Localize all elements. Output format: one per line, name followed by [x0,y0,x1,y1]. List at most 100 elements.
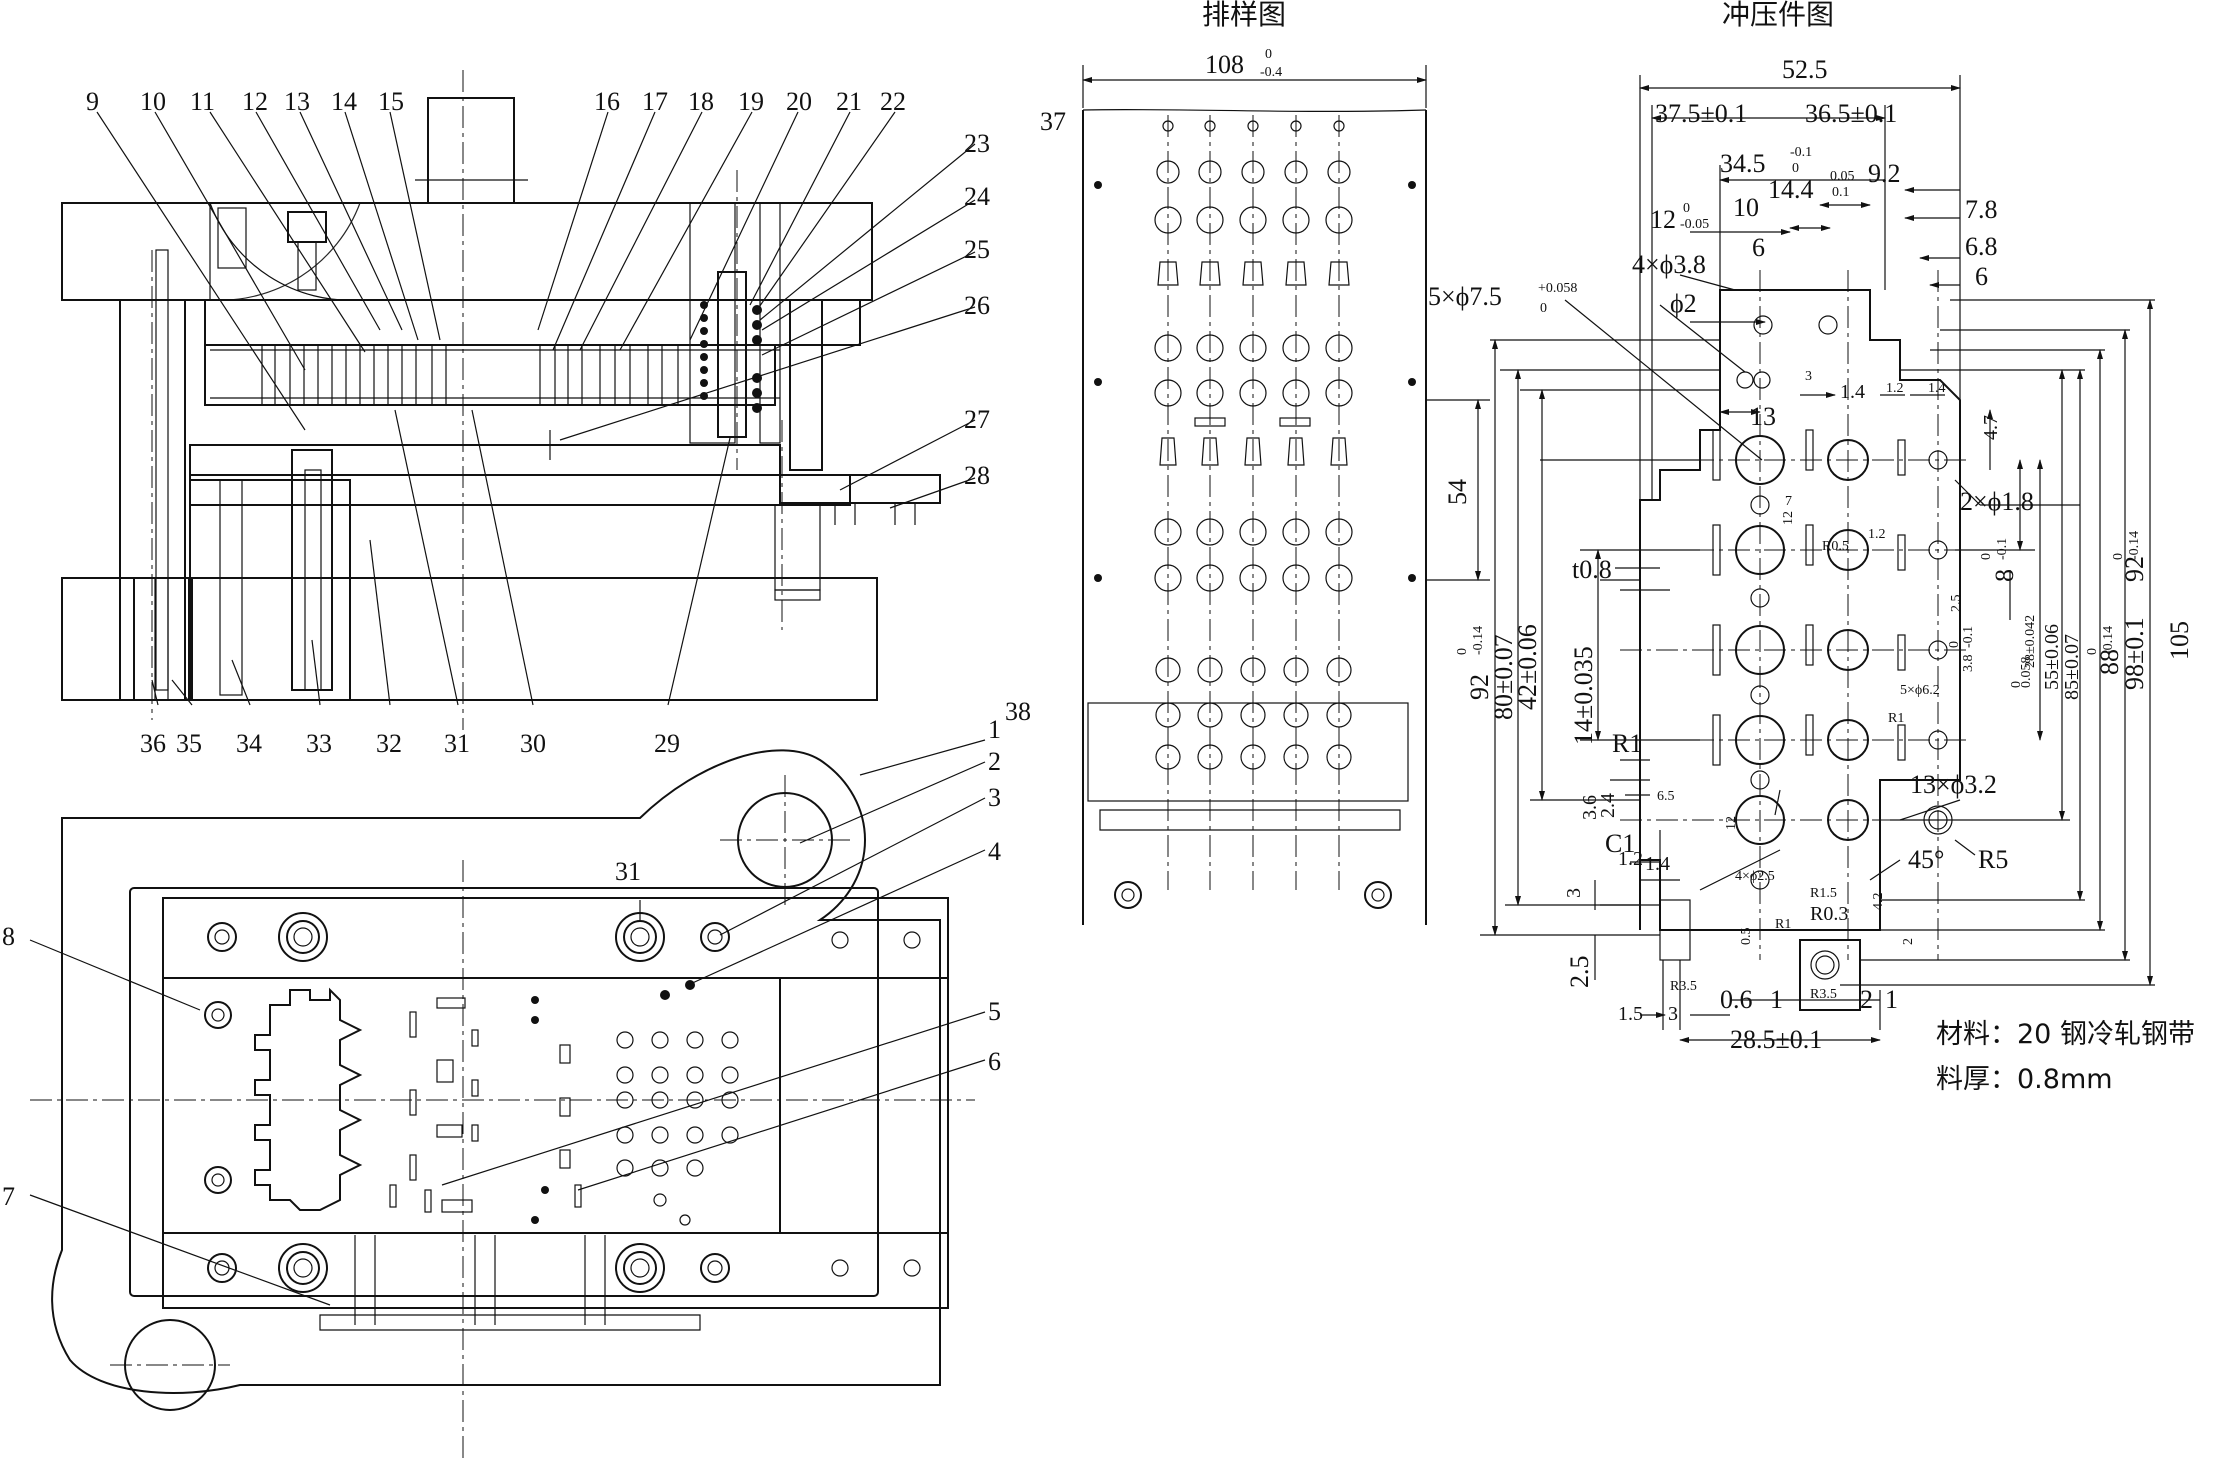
part-number: 14 [331,87,357,116]
part-number: 36 [140,729,166,758]
part-dimensions [1480,75,2155,1043]
dim: 1.4 [1645,853,1670,875]
dim: 92 [1465,674,1494,700]
dim: 12 [1724,816,1739,830]
part-number: 28 [964,461,990,490]
dim: t0.8 [1572,555,1612,584]
dim-tol: -0.14 [2101,626,2116,655]
part-number: 32 [376,729,402,758]
blanking-opening [254,987,363,1211]
holes-3-8 [1736,315,1838,389]
stripper-plate [204,344,776,406]
dim: 1 [1885,985,1898,1014]
die-section-view [61,70,941,730]
punch-teeth [261,345,679,405]
part-number: 30 [520,729,546,758]
dim: 4×ϕ3.8 [1632,250,1706,279]
dim: 85±0.07 [2061,634,2083,700]
dim: 80±0.07 [1489,634,1518,720]
dim: 0.5 [1739,928,1754,946]
die-block-hatched [189,479,351,701]
die-plan-view [30,749,975,1460]
dim: 2.5 [1949,595,1964,613]
dim-tol: 0 [1979,553,1994,560]
part-number: 5 [988,997,1001,1026]
dim-tol: 0 [1792,161,1799,176]
dim: 14.4 [1768,175,1814,204]
layout-width-dim: 108 [1205,50,1244,79]
dim: 1.2 [1886,381,1904,396]
part-number: 33 [306,729,332,758]
part-number: 3 [988,783,1001,812]
part-number: 27 [964,405,990,434]
part-number: 34 [236,729,262,758]
lower-die-set-outline [51,749,941,1394]
die-shank [427,97,515,204]
dim: 12 [1781,511,1796,525]
dim-tol: -0.1 [1790,145,1812,160]
dim-tol: -0.14 [1471,626,1486,655]
upper-die-plate [61,202,873,301]
dim: 98±0.1 [2120,617,2149,690]
part-number: 31 [444,729,470,758]
dim: 2×ϕ1.8 [1960,487,2034,516]
dim: 9.2 [1868,159,1901,188]
dim: 5×ϕ7.5 [1428,282,1502,311]
strip-stations [1087,115,1416,909]
part-number: 19 [738,87,764,116]
part-number: 20 [786,87,812,116]
dim-tol: 0 [1540,301,1547,316]
dim: 28.5±0.1 [1730,1025,1822,1054]
dim: 6 [1752,233,1765,262]
dim: 1.2 [1868,527,1886,542]
dim: 10 [1733,193,1759,222]
dim: 12 [1650,205,1676,234]
dim: ϕ2 [1670,289,1697,318]
part-number: 25 [964,235,990,264]
dim: 2.5 [1565,956,1594,989]
dim-tol: 0 [2009,681,2024,688]
dim: 55±0.06 [2041,624,2063,690]
dim-tol: -0.14 [2127,531,2142,560]
dim: 2 [1860,985,1873,1014]
dim-tol: 0 [1455,648,1470,655]
spring-dots [700,301,762,413]
dim-tol: -0.1 [1961,626,1976,648]
holes-6-2 [1827,439,1869,841]
dim: 1 [1770,985,1783,1014]
part-number: 7 [2,1182,15,1211]
dim: 3 [1563,888,1585,898]
part-number: 16 [594,87,620,116]
dim-tol: 0 [2111,553,2126,560]
dim: 34.5 [1720,149,1766,178]
part-number: 35 [176,729,202,758]
dim: 0.6 [1720,985,1753,1014]
plan-part-numbers: 1 2 3 4 5 6 7 8 31 [2,715,1001,1211]
part-number: 4 [988,837,1001,866]
dim-tol: -0.1 [1995,538,2010,560]
strip-layout: 排样图 108 0 -0.4 [1082,0,1490,925]
dim: 13 [1750,402,1776,431]
dim: 7.8 [1965,195,1998,224]
part-number: 29 [654,729,680,758]
die-plate-plan [162,897,949,1309]
part-number: 24 [964,182,990,211]
dim: 8 [1990,569,2019,582]
part-number: 6 [988,1047,1001,1076]
dim: R0.5 [1822,539,1849,554]
dim: R5 [1978,845,2008,874]
dim: R1 [1775,917,1791,932]
dim-tol: 0.05 [1830,169,1855,184]
dim: R3.5 [1670,979,1697,994]
dim-tol: 0 [2085,648,2100,655]
dim: 13×ϕ3.2 [1910,770,1997,799]
part-number: 38 [1005,697,1031,726]
dim: 92 [2120,556,2149,582]
layout-width-tol-lower: -0.4 [1260,65,1282,80]
dim: 7 [1785,494,1792,509]
plan-leaders [29,739,986,1306]
dim: 3.8 [1961,655,1976,673]
part-title: 冲压件图 [1722,0,1834,31]
dim: 37.5±0.1 [1655,99,1747,128]
part-number: 18 [688,87,714,116]
